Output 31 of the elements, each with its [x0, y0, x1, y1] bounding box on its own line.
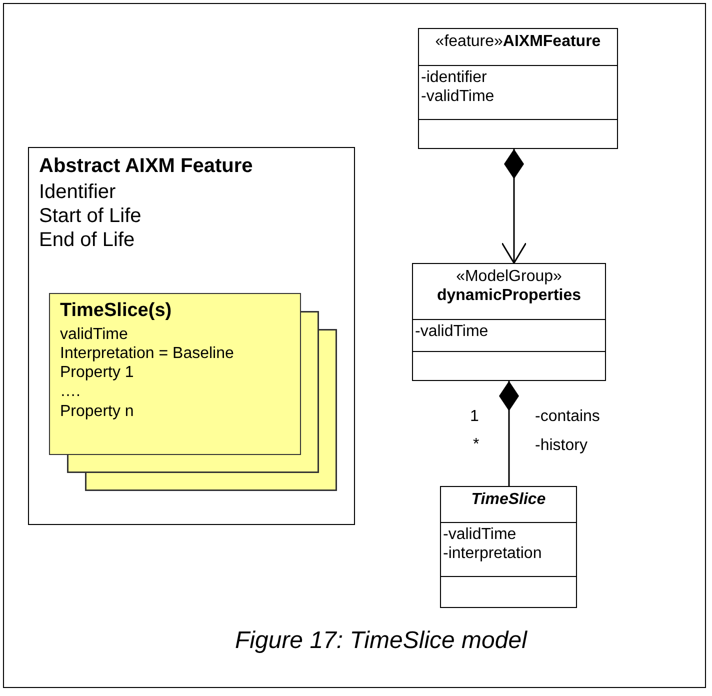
list-item-text: Start of Life: [39, 204, 142, 228]
list-item-text: Identifier: [39, 180, 117, 204]
list-item-text: Property 1: [60, 363, 135, 382]
heading-text: Abstract AIXM Feature: [39, 154, 254, 178]
list-item-text: ….: [60, 382, 82, 402]
class-box: [418, 28, 618, 149]
attribute-text: -validTime: [443, 525, 518, 544]
class-box: [412, 263, 606, 381]
list-item-text: Property n: [60, 402, 135, 421]
attribute-text: -validTime: [421, 87, 496, 106]
composition-line: [501, 149, 527, 264]
figure-caption: Figure 17: TimeSlice model: [235, 627, 527, 655]
list-item-text: validTime: [60, 324, 129, 344]
class-name: dynamicProperties: [436, 286, 582, 306]
stereotype-text: «ModelGroup»: [455, 267, 563, 286]
class-box: [440, 486, 577, 608]
time-slice-card: [49, 293, 301, 455]
class-name: TimeSlice: [470, 490, 547, 510]
attribute-text: -interpretation: [443, 544, 543, 564]
multiplicity-label: *: [473, 436, 480, 454]
list-item-text: End of Life: [39, 228, 136, 252]
multiplicity-label: 1: [470, 408, 479, 426]
attribute-text: -validTime: [415, 322, 490, 342]
role-label: -history: [535, 437, 588, 455]
list-item-text: Interpretation = Baseline: [60, 344, 235, 364]
class-name: «feature»AIXMFeature: [434, 32, 602, 52]
attribute-text: -identifier: [421, 68, 488, 88]
role-label: -contains: [535, 408, 600, 426]
heading-text: TimeSlice(s): [60, 300, 173, 323]
composition-line: [499, 381, 519, 486]
feature-box: [28, 147, 355, 525]
